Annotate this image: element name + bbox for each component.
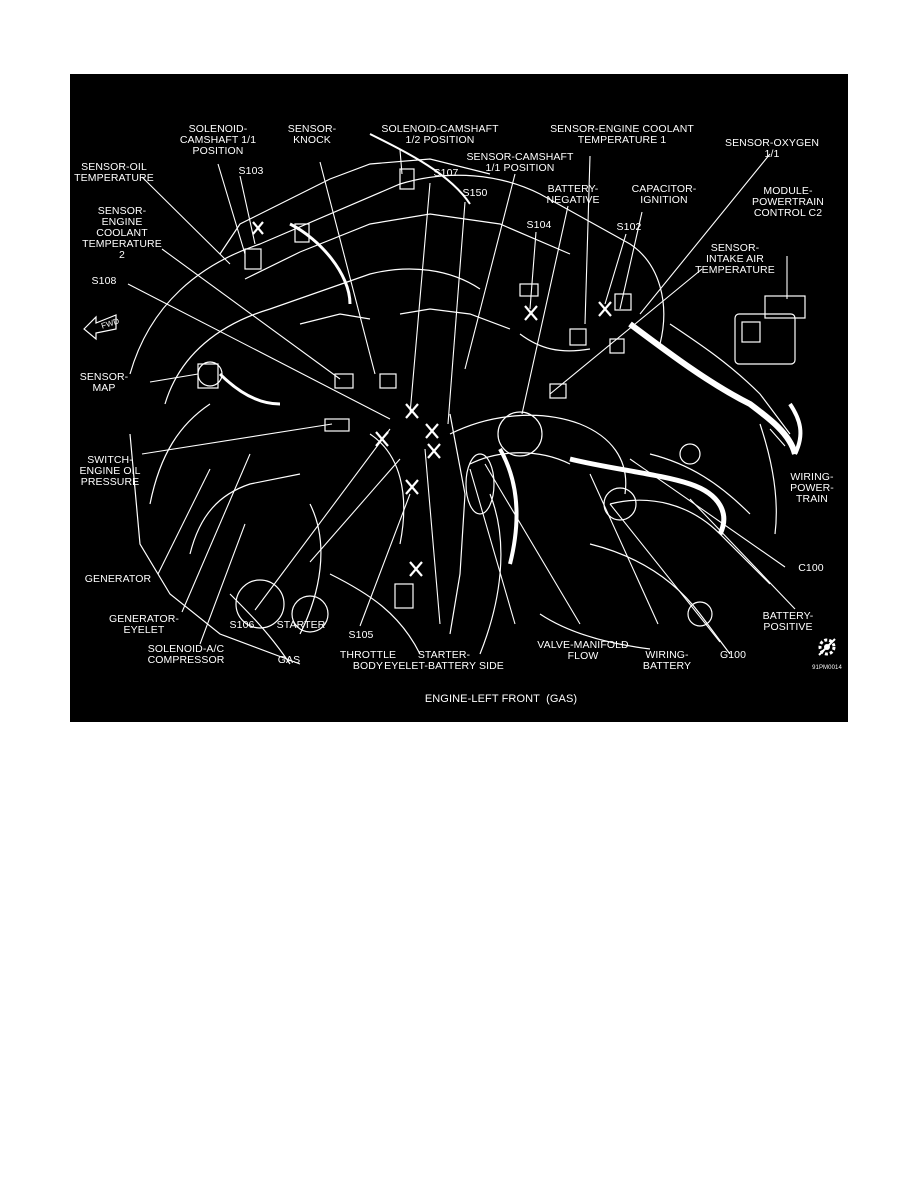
label-generator: GENERATOR: [84, 573, 152, 585]
leader-lines: [127, 149, 796, 645]
image-code: 91PM0014: [812, 665, 842, 671]
label-starter: STARTER: [276, 619, 326, 631]
splice-markers: [252, 221, 612, 577]
label-starter-eyelet-battery-side: STARTER- EYELET-BATTERY SIDE: [384, 649, 504, 672]
figure-caption: ENGINE-LEFT FRONT (GAS): [424, 693, 578, 705]
label-valve-manifold-flow: VALVE-MANIFOLD FLOW: [537, 639, 629, 662]
label-sensor-ect-2: SENSOR- ENGINE COOLANT TEMPERATURE 2: [82, 205, 162, 261]
label-sensor-oxygen: SENSOR-OXYGEN 1/1: [724, 137, 820, 160]
label-g100: G100: [719, 649, 747, 661]
label-s104: S104: [526, 219, 552, 231]
label-battery-negative: BATTERY- NEGATIVE: [546, 183, 600, 206]
label-sensor-intake-air-temperature: SENSOR- INTAKE AIR TEMPERATURE: [695, 242, 775, 276]
label-engine-type: GAS: [277, 654, 301, 666]
label-sensor-ect-1: SENSOR-ENGINE COOLANT TEMPERATURE 1: [550, 123, 694, 146]
label-s103: S103: [238, 165, 264, 177]
label-solenoid-camshaft-1-2: SOLENOID-CAMSHAFT 1/2 POSITION: [381, 123, 499, 146]
engine-linework: [129, 133, 806, 665]
label-wiring-powertrain: WIRING- POWER- TRAIN: [790, 471, 834, 505]
label-s102: S102: [616, 221, 642, 233]
label-solenoid-camshaft-1-1: SOLENOID- CAMSHAFT 1/1 POSITION: [179, 123, 257, 157]
label-battery-positive: BATTERY- POSITIVE: [762, 610, 814, 633]
label-sensor-knock: SENSOR- KNOCK: [287, 123, 337, 146]
label-throttle-body: THROTTLE BODY: [339, 649, 397, 672]
label-s106: S106: [229, 619, 255, 631]
label-sensor-map: SENSOR- MAP: [79, 371, 129, 394]
front-arrow: [83, 314, 117, 341]
label-s108: S108: [91, 275, 117, 287]
label-generator-eyelet: GENERATOR- EYELET: [108, 613, 180, 636]
engine-drawing: [83, 133, 836, 665]
label-module-pcm: MODULE- POWERTRAIN CONTROL C2: [752, 185, 824, 219]
engine-diagram-figure: SOLENOID- CAMSHAFT 1/1 POSITION SENSOR- …: [70, 74, 848, 722]
gear-wrench-icon: [818, 638, 836, 656]
label-s107: S107: [433, 167, 459, 179]
label-s150: S150: [462, 187, 488, 199]
label-capacitor-ignition: CAPACITOR- IGNITION: [631, 183, 697, 206]
label-c100: C100: [798, 562, 824, 574]
label-solenoid-ac-compressor: SOLENOID-A/C COMPRESSOR: [147, 643, 225, 666]
label-sensor-camshaft: SENSOR-CAMSHAFT 1/1 POSITION: [466, 151, 574, 174]
label-s105: S105: [348, 629, 374, 641]
label-wiring-battery: WIRING- BATTERY: [642, 649, 692, 672]
label-switch-engine-oil-pressure: SWITCH- ENGINE OIL PRESSURE: [79, 454, 141, 488]
label-sensor-oil-temperature: SENSOR-OIL TEMPERATURE: [74, 161, 154, 184]
